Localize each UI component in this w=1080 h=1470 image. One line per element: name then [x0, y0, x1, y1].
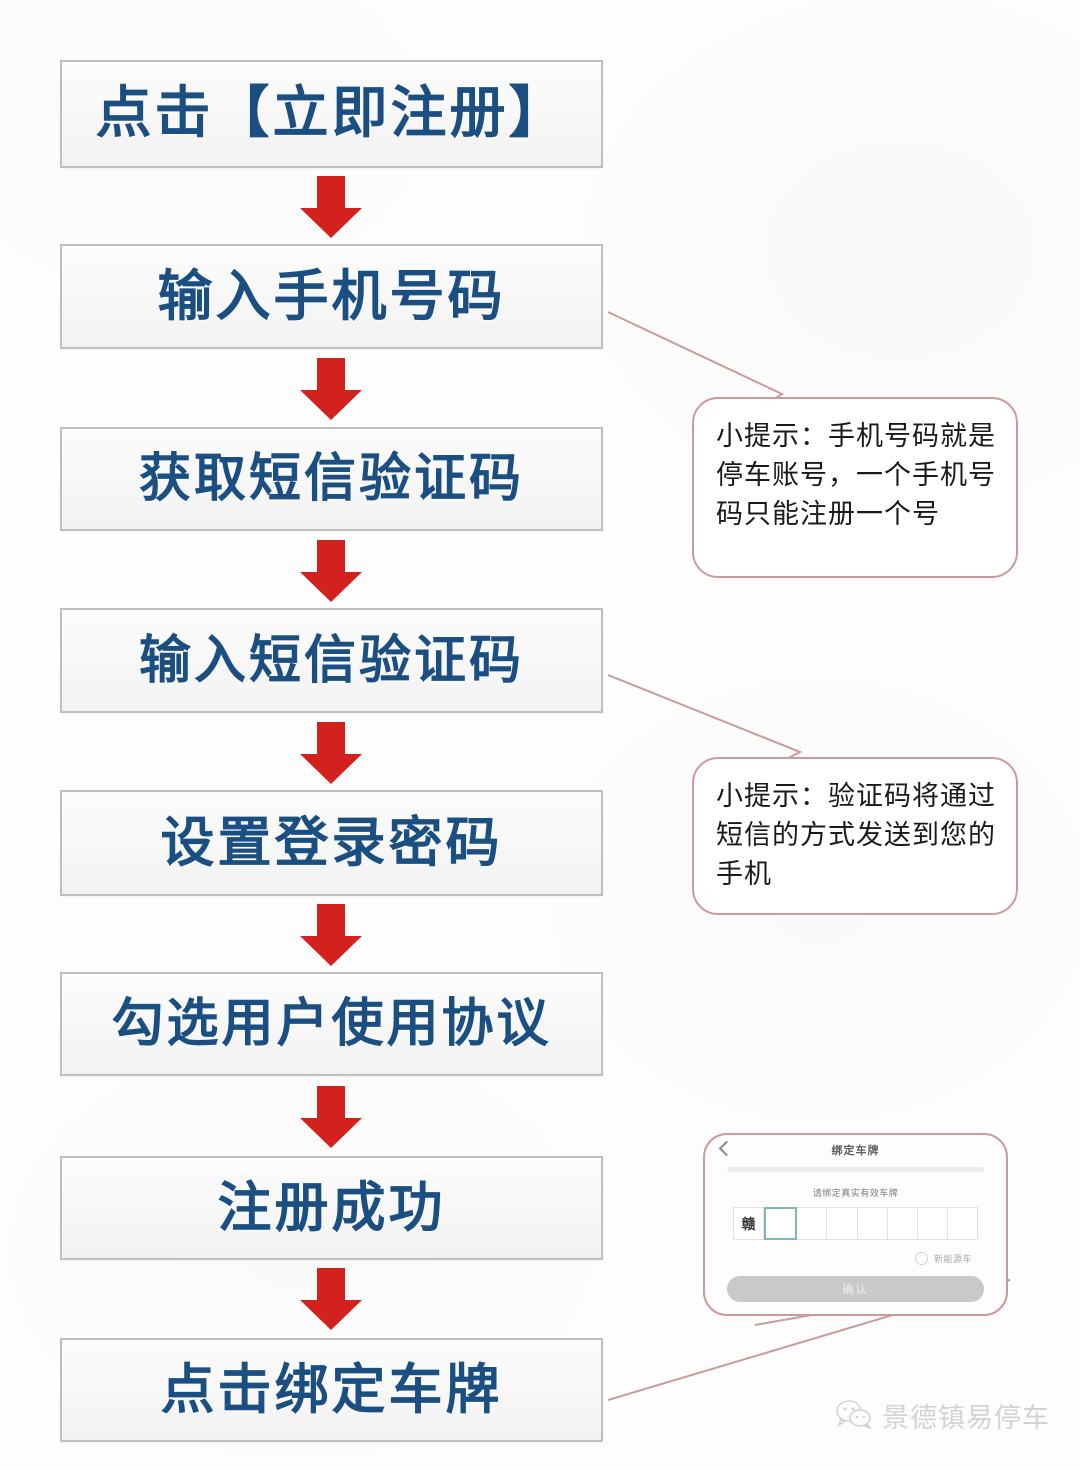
tip-text: 小提示：验证码将通过短信的方式发送到您的手机: [716, 781, 996, 891]
plate-cell-3[interactable]: [857, 1207, 888, 1240]
flow-step-label: 获取短信验证码: [138, 449, 524, 509]
down-arrow-icon-6: [300, 1086, 362, 1148]
phone-subtitle: 请绑定真实有效车牌: [812, 1189, 899, 1199]
watermark: 景德镇易停车: [836, 1396, 1050, 1435]
wechat-icon: [836, 1399, 873, 1433]
down-arrow-icon-2: [300, 358, 362, 420]
flow-step-enter-phone[interactable]: 输入手机号码: [60, 244, 603, 349]
plate-cell-4[interactable]: [887, 1207, 918, 1240]
back-chevron-icon[interactable]: [718, 1140, 735, 1157]
flow-step-click-register[interactable]: 点击【立即注册】: [60, 60, 603, 168]
new-energy-radio[interactable]: [914, 1252, 928, 1265]
flow-step-label: 输入手机号码: [157, 264, 506, 328]
new-energy-label: 新能源车: [933, 1255, 972, 1265]
flow-step-label: 点击【立即注册】: [95, 81, 568, 146]
license-plate-input[interactable]: 赣: [733, 1207, 978, 1240]
flow-step-register-success[interactable]: 注册成功: [60, 1156, 603, 1260]
down-arrow-icon-1: [300, 176, 362, 238]
flow-step-enter-sms-code[interactable]: 输入短信验证码: [60, 608, 603, 713]
flow-step-get-sms-code[interactable]: 获取短信验证码: [60, 427, 603, 531]
confirm-button[interactable]: 确认: [727, 1276, 984, 1302]
tip-text: 小提示：手机号码就是停车账号，一个手机号码只能注册一个号: [716, 421, 996, 531]
plate-cell-2[interactable]: [827, 1207, 858, 1240]
phone-mockup-bind-plate: 绑定车牌 请绑定真实有效车牌 赣 新能源车 确认: [703, 1133, 1008, 1316]
phone-header: 绑定车牌: [705, 1135, 1006, 1165]
flow-step-label: 设置登录密码: [160, 811, 503, 874]
down-arrow-icon-3: [300, 540, 362, 602]
plate-cell-0[interactable]: [764, 1207, 798, 1240]
phone-screen-title: 绑定车牌: [831, 1144, 880, 1157]
flow-step-set-password[interactable]: 设置登录密码: [60, 790, 603, 896]
down-arrow-icon-5: [300, 904, 362, 966]
plate-cell-5[interactable]: [917, 1207, 948, 1240]
new-energy-option[interactable]: 新能源车: [705, 1252, 1006, 1265]
tip-sms-delivery: 小提示：验证码将通过短信的方式发送到您的手机: [692, 757, 1018, 915]
watermark-text: 景德镇易停车: [882, 1403, 1050, 1434]
plate-cell-province[interactable]: 赣: [733, 1207, 765, 1240]
flow-step-label: 注册成功: [217, 1176, 446, 1239]
flow-step-bind-plate[interactable]: 点击绑定车牌: [60, 1338, 603, 1442]
plate-cell-1[interactable]: [797, 1207, 828, 1240]
down-arrow-icon-4: [300, 722, 362, 784]
plate-cell-6[interactable]: [947, 1207, 978, 1240]
phone-divider: [727, 1167, 984, 1172]
flow-step-label: 输入短信验证码: [138, 630, 524, 691]
flow-step-check-agreement[interactable]: 勾选用户使用协议: [60, 972, 603, 1076]
tip-phone-account: 小提示：手机号码就是停车账号，一个手机号码只能注册一个号: [692, 397, 1018, 578]
flow-step-label: 勾选用户使用协议: [111, 994, 552, 1054]
flow-step-label: 点击绑定车牌: [160, 1358, 503, 1421]
down-arrow-icon-7: [300, 1268, 362, 1330]
